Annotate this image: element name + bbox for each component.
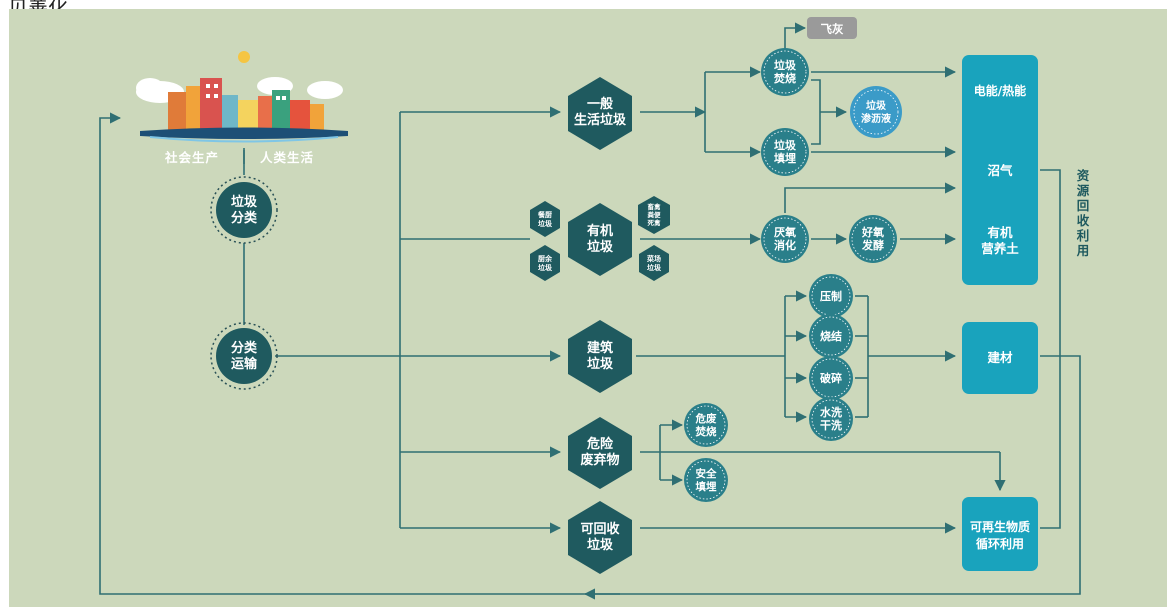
svg-text:干洗: 干洗 (820, 418, 842, 432)
circle-hazard-incinerate: 危废 焚烧 (684, 403, 728, 447)
svg-text:破碎: 破碎 (820, 371, 842, 385)
svg-text:水洗: 水洗 (820, 405, 842, 419)
svg-text:好氧: 好氧 (861, 225, 884, 239)
svg-text:废弃物: 废弃物 (580, 452, 619, 468)
svg-text:资源回收利用: 资源回收利用 (1076, 168, 1090, 258)
hex-hazardous-waste: 危险 废弃物 (568, 417, 632, 489)
circle-aerobic: 好氧 发酵 (849, 215, 897, 263)
svg-text:垃圾: 垃圾 (231, 194, 258, 210)
hex-organic-waste: 有机 垃圾 (568, 203, 632, 276)
svg-text:可再生物质: 可再生物质 (970, 519, 1030, 534)
svg-text:一般: 一般 (587, 96, 613, 112)
circle-incinerate: 垃圾 焚烧 (761, 48, 809, 96)
svg-text:分类: 分类 (231, 210, 258, 226)
circle-leachate: 垃圾 渗沥液 (850, 86, 902, 138)
svg-text:安全: 安全 (696, 467, 717, 480)
hex-general-waste: 一般 生活垃圾 (568, 77, 632, 150)
svg-text:填埋: 填埋 (696, 480, 717, 493)
svg-text:垃圾: 垃圾 (587, 239, 614, 255)
svg-text:厨余: 厨余 (538, 254, 553, 263)
output-energy-box: 电能/热能 沼气 有机 营养土 (962, 55, 1038, 285)
resource-recovery-label: 资源回收利用 (1076, 168, 1090, 258)
svg-text:焚烧: 焚烧 (773, 71, 796, 85)
svg-text:建筑: 建筑 (587, 340, 613, 356)
svg-text:垃圾: 垃圾 (587, 537, 614, 553)
svg-text:压制: 压制 (820, 289, 842, 303)
city-illustration (136, 51, 348, 143)
circle-safe-landfill: 安全 填埋 (684, 458, 728, 502)
svg-text:危废: 危废 (695, 412, 717, 425)
svg-text:垃圾: 垃圾 (587, 356, 614, 372)
svg-text:厌氧: 厌氧 (774, 225, 796, 239)
circle-anaerobic: 厌氧 消化 (761, 215, 809, 263)
hex-food-residue: 厨余 垃圾 (530, 245, 560, 281)
circle-landfill: 垃圾 填埋 (761, 128, 809, 176)
svg-text:发酵: 发酵 (861, 238, 884, 252)
svg-text:垃圾: 垃圾 (538, 263, 553, 272)
svg-text:渗沥液: 渗沥液 (861, 112, 891, 125)
svg-text:消化: 消化 (774, 238, 796, 252)
label-social-production: 社会生产 (164, 150, 219, 165)
svg-text:分类: 分类 (231, 340, 258, 356)
svg-text:建材: 建材 (987, 350, 1013, 365)
svg-text:有机: 有机 (587, 223, 613, 239)
output-building-material: 建材 (962, 322, 1038, 394)
svg-text:生活垃圾: 生活垃圾 (574, 112, 627, 128)
svg-text:畜禽: 畜禽 (648, 202, 662, 211)
svg-text:运输: 运输 (231, 356, 258, 372)
circle-wash: 水洗 干洗 (809, 397, 853, 441)
waste-flow-diagram: 社会生产 人类生活 垃圾 分类 分类 运输 一般 生活垃圾 有机 垃圾 建筑 垃… (9, 9, 1167, 607)
label-human-life: 人类生活 (260, 150, 314, 165)
svg-text:死禽: 死禽 (647, 218, 662, 227)
output-organic-soil-1: 有机 (987, 225, 1013, 240)
output-renewable: 可再生物质 循环利用 (962, 497, 1038, 571)
circle-compress: 压制 (809, 274, 853, 318)
svg-text:垃圾: 垃圾 (774, 138, 797, 152)
svg-text:垃圾: 垃圾 (866, 99, 887, 112)
svg-text:菜场: 菜场 (646, 254, 661, 263)
output-organic-soil-2: 营养土 (981, 241, 1019, 256)
svg-text:焚烧: 焚烧 (695, 425, 717, 438)
output-biogas: 沼气 (987, 163, 1013, 178)
svg-text:垃圾: 垃圾 (538, 219, 553, 228)
fly-ash-box: 飞灰 (807, 17, 857, 39)
svg-text:垃圾: 垃圾 (647, 263, 662, 272)
node-sort: 垃圾 分类 (210, 176, 278, 244)
svg-text:循环利用: 循环利用 (976, 536, 1024, 551)
hex-kitchen-waste: 餐厨 垃圾 (530, 201, 560, 237)
svg-text:粪便: 粪便 (648, 210, 662, 219)
connector-lines (99, 22, 1081, 600)
hex-market-waste: 菜场 垃圾 (639, 245, 669, 281)
svg-text:危险: 危险 (587, 436, 614, 452)
output-electricity-heat: 电能/热能 (974, 83, 1026, 98)
node-transport: 分类 运输 (210, 322, 278, 390)
circle-sinter: 烧结 (809, 314, 853, 358)
hex-animal-manure: 畜禽 粪便 死禽 (638, 196, 670, 234)
svg-text:填埋: 填埋 (774, 151, 796, 165)
svg-text:飞灰: 飞灰 (821, 22, 844, 36)
hex-construction-waste: 建筑 垃圾 (568, 320, 632, 393)
svg-text:垃圾: 垃圾 (774, 58, 797, 72)
svg-text:烧结: 烧结 (820, 329, 842, 343)
svg-text:餐厨: 餐厨 (537, 210, 552, 219)
svg-text:可回收: 可回收 (580, 521, 620, 537)
hex-recyclable-waste: 可回收 垃圾 (568, 501, 632, 574)
circle-crush: 破碎 (809, 356, 853, 400)
